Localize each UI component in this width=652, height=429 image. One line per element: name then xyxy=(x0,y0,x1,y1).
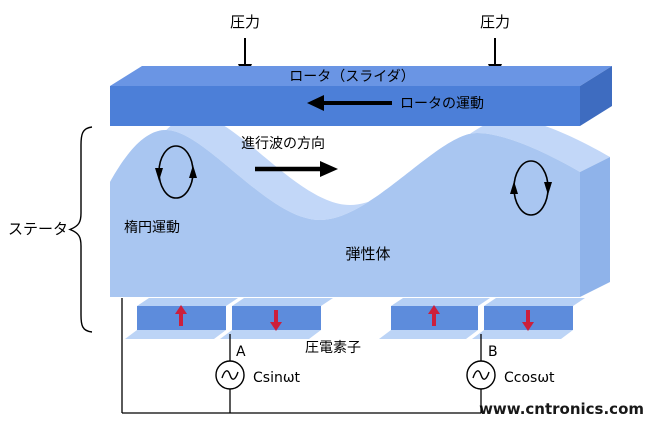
stator-label: ステータ xyxy=(8,220,68,238)
source-b-name: B xyxy=(488,344,498,360)
source-a-name: A xyxy=(236,344,246,360)
sine-icon xyxy=(221,370,239,380)
wave-direction-arrow-icon xyxy=(255,161,338,177)
watermark: www.cntronics.com xyxy=(479,400,644,418)
rotor-top-face xyxy=(110,66,612,86)
piezo-up-arrow-icon xyxy=(175,305,187,326)
sine-icon xyxy=(472,370,490,380)
piezo-down-arrow-icon xyxy=(270,310,282,331)
source-b-signal: Ccosωt xyxy=(504,370,555,386)
stator-brace xyxy=(68,126,93,333)
circuit-wires xyxy=(121,298,482,414)
piezo-down-arrow-icon xyxy=(522,310,534,331)
pressure-right-label: 圧力 xyxy=(480,13,510,31)
rotor-motion-label: ロータの運動 xyxy=(400,96,484,112)
rotor-label: ロータ（スライダ） xyxy=(289,69,414,85)
stator-side-face xyxy=(580,157,610,297)
stator-top-surface xyxy=(110,115,610,220)
source-a-signal: Csinωt xyxy=(253,370,301,386)
piezo-segment xyxy=(125,298,238,339)
stator-front-face xyxy=(110,130,580,297)
rotor-side-face xyxy=(580,66,612,126)
rotor-front-face xyxy=(110,86,580,126)
pressure-left-label: 圧力 xyxy=(230,13,260,31)
piezo-element-label: 圧電素子 xyxy=(305,340,361,356)
wave-direction-label: 進行波の方向 xyxy=(241,136,325,152)
elliptical-motion-right-icon xyxy=(510,160,552,216)
piezo-segment xyxy=(472,298,585,339)
elliptical-motion-left-icon xyxy=(155,145,197,199)
piezo-up-arrow-icon xyxy=(428,305,440,326)
piezo-segment xyxy=(220,298,333,339)
rotor-motion-arrow-icon xyxy=(307,95,392,111)
elastic-body-label: 弾性体 xyxy=(345,245,390,263)
ac-source-a xyxy=(215,360,245,390)
elliptical-motion-label: 楕円運動 xyxy=(124,219,180,236)
ac-source-b xyxy=(466,360,496,390)
piezo-segment xyxy=(379,298,490,339)
